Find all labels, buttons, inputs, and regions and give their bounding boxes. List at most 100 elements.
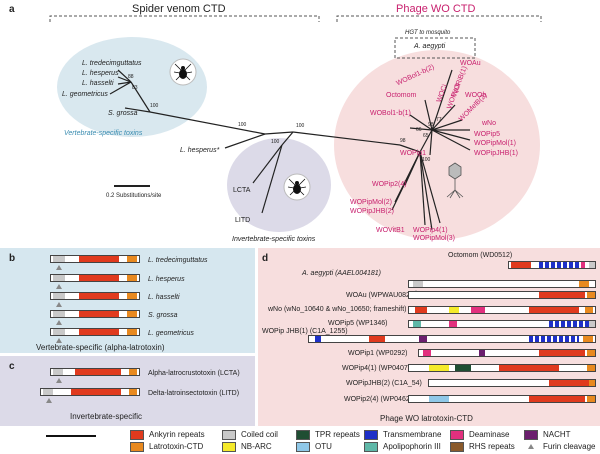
- furin-cleavage-icon: [56, 378, 62, 383]
- bootstrap-value: 100: [271, 139, 280, 145]
- furin-cleavage-icon: [46, 398, 52, 403]
- domain-bar: [428, 379, 596, 387]
- aegypti-label: A. aegypti: [414, 43, 446, 50]
- legend-swatch: [450, 442, 464, 452]
- legend-label: Latrotoxin-CTD: [149, 442, 204, 451]
- phage-icon: [446, 162, 464, 199]
- taxon-label: WOPipMol(1): [474, 140, 517, 147]
- spider-brown-widow-icon: [283, 173, 311, 201]
- protein-label: L. hasselti: [148, 294, 180, 301]
- legend-swatch: [296, 442, 310, 452]
- taxon-label: WOPip4(1): [413, 227, 448, 234]
- taxon-label: WOAu: [460, 60, 481, 67]
- protein-label: WOPip2(4) (WP0462): [344, 396, 413, 403]
- panel-c: c Alpha-latrocrustotoxin (LCTA) Delta-la…: [0, 356, 255, 426]
- legend-swatch: [222, 442, 236, 452]
- domain-bar: [408, 364, 596, 372]
- furin-cleavage-icon: [56, 265, 62, 270]
- domain-bar: [408, 291, 596, 299]
- protein-label: WOPip5 (WP1346): [328, 320, 388, 327]
- taxon-label: WOPipMol(3): [413, 235, 456, 242]
- legend-label: Apolipophorin III: [383, 442, 441, 451]
- phylogeny-tree: [49, 15, 542, 240]
- panel-d-letter: d: [262, 253, 269, 264]
- bootstrap-value: 100: [150, 103, 159, 109]
- panel-d: d Octomom (WD0512) A. aegypti (AAEL00418…: [258, 248, 600, 426]
- legend-label: NACHT: [543, 430, 571, 439]
- protein-label: WOAu (WPWAU0829): [346, 292, 417, 299]
- legend-label: RHS repeats: [469, 442, 515, 451]
- bootstrap-value: 100: [422, 157, 431, 163]
- domain-bar: [50, 310, 140, 318]
- legend-label: OTU: [315, 442, 332, 451]
- panel-c-letter: c: [9, 361, 15, 372]
- vertebrate-caption: Vertebrate-specific toxins: [64, 130, 143, 137]
- taxon-label: L. hasselti: [82, 80, 114, 87]
- taxon-label: WOPipMol(2): [350, 199, 393, 206]
- protein-label: WOPip1 (WP0292): [348, 350, 408, 357]
- domain-bar: [418, 349, 596, 357]
- legend-label: Ankyrin repeats: [149, 430, 205, 439]
- protein-label: WOPip JHB(1) (C1A_1255): [262, 328, 348, 335]
- legend-swatch: [364, 430, 378, 440]
- bootstrap-value: 98: [400, 138, 406, 144]
- legend-label: TPR repeats: [315, 430, 360, 439]
- invertebrate-bubble: [227, 138, 331, 232]
- taxon-label: WOPip2(4): [372, 181, 407, 188]
- taxon-label: S. grossa: [108, 110, 138, 117]
- hgt-label: HGT to mosquito: [405, 30, 451, 36]
- protein-label: WOPipJHB(2) (C1A_54): [346, 380, 422, 387]
- bootstrap-value: 88: [128, 74, 134, 80]
- taxon-label: WOPip5: [474, 131, 501, 138]
- bootstrap-value: 65: [423, 133, 429, 139]
- bootstrap-value: 100: [238, 122, 247, 128]
- taxon-label: WOVitB1: [376, 227, 405, 234]
- protein-label: L. tredecimguttatus: [148, 257, 208, 264]
- bootstrap-value: 100: [296, 123, 305, 129]
- legend-label: Transmembrane: [383, 430, 442, 439]
- taxon-label: wNo: [482, 120, 497, 127]
- protein-label: Octomom (WD0512): [448, 252, 513, 259]
- taxon-label: L. tredecimguttatus: [82, 60, 142, 67]
- taxon-label: WOPipJHB(2): [350, 208, 394, 215]
- furin-cleavage-icon: [56, 320, 62, 325]
- domain-bar: [408, 306, 596, 314]
- domain-bar: [50, 328, 140, 336]
- legend-swatch: [130, 442, 144, 452]
- panel-d-footer: Phage WO latrotoxin-CTD: [380, 414, 473, 423]
- panel-b: b L. tredecimguttatus L. hesperus L. has…: [0, 248, 255, 353]
- bootstrap-value: 98: [428, 122, 434, 128]
- taxon-label: WOOb: [465, 92, 487, 99]
- legend-label: NB-ARC: [241, 442, 272, 451]
- protein-label: wNo (wNo_10640 & wNo_10650; frameshift): [268, 306, 407, 313]
- protein-label: Alpha-latrocrustotoxin (LCTA): [148, 370, 240, 377]
- domain-bar: [50, 255, 140, 263]
- taxon-label: Octomom: [386, 92, 417, 99]
- legend-label: Coiled coil: [241, 430, 278, 439]
- length-scale-bar: [46, 435, 96, 437]
- taxon-label: L. hesperus*: [180, 147, 220, 154]
- taxon-label: WOBol1-b(1): [370, 110, 411, 117]
- legend-swatch: [524, 430, 538, 440]
- bootstrap-value: 83: [132, 85, 138, 91]
- domain-bar: [308, 335, 596, 343]
- legend-swatch: [364, 442, 378, 452]
- protein-label: Delta-latroinsectotoxin (LITD): [148, 390, 240, 397]
- spider-black-widow-icon: [169, 58, 197, 86]
- panel-a: a Spider venom CTD Phage WO CTD HGT to m…: [9, 3, 542, 243]
- furin-cleavage-icon: [56, 338, 62, 343]
- domain-bar: [50, 368, 140, 376]
- vertebrate-bubble: [57, 37, 207, 137]
- legend-label: Deaminase: [469, 430, 510, 439]
- taxon-label: WOPip1: [400, 150, 427, 157]
- spider-title: Spider venom CTD: [132, 3, 226, 15]
- domain-bar: [40, 388, 140, 396]
- taxon-label: WOPipJHB(1): [474, 150, 518, 157]
- taxon-label: LCTA: [233, 187, 251, 194]
- protein-label: A. aegypti (AAEL004181): [302, 270, 381, 277]
- panel-c-footer: Invertebrate-specific: [70, 412, 143, 421]
- legend-swatch: [450, 430, 464, 440]
- taxon-label: LITD: [235, 217, 251, 224]
- invertebrate-caption: Invertebrate-specific toxins: [232, 236, 316, 243]
